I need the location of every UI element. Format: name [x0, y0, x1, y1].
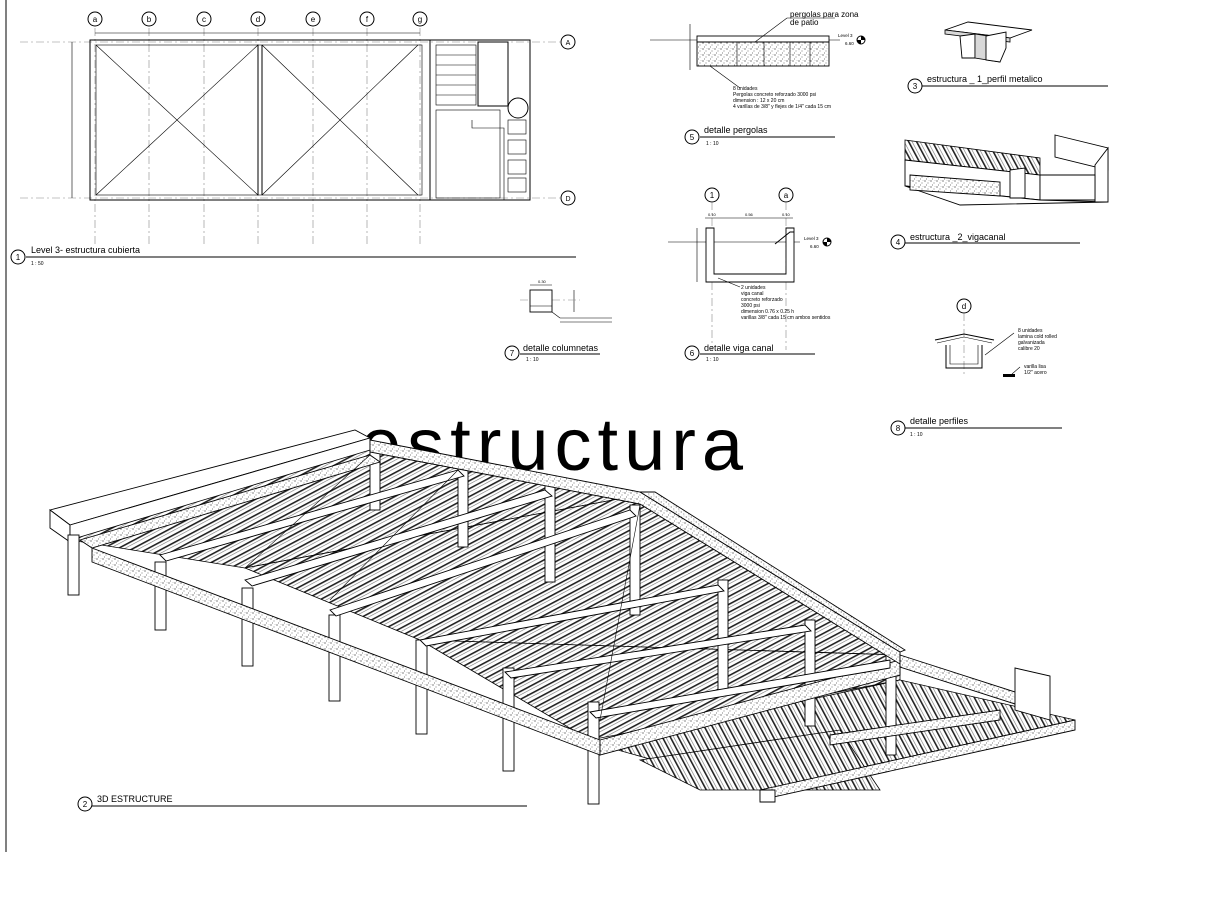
- note-line: varillas 3/8" cada 15 cm ambos sentidos: [741, 315, 831, 321]
- view-scale: 1 : 10: [706, 357, 719, 363]
- grid-label: D: [565, 196, 570, 203]
- roof-outline: [89, 39, 431, 201]
- note-line: 2 unidades: [741, 285, 766, 291]
- detail-pergolas: pergolas para zona de patio Level 3 6.60…: [650, 10, 866, 147]
- level-value: 6.60: [810, 244, 819, 249]
- note-line: dimension 0.76 x 0.25 h: [741, 309, 794, 315]
- note-line: 8 unidades: [733, 86, 758, 92]
- pergola-callout: de patio: [790, 18, 819, 27]
- grid-label: A: [566, 40, 571, 47]
- view-title: 3D ESTRUCTURE: [97, 794, 173, 804]
- view-number: 6: [690, 349, 695, 358]
- view-number: 8: [896, 424, 901, 433]
- level-label: Level 3: [838, 33, 853, 38]
- varilla-icon: [1003, 374, 1015, 377]
- note-line: lamina cold rolled: [1018, 334, 1057, 340]
- dimension-text: 0.56: [745, 212, 754, 217]
- grid-label: g: [418, 15, 422, 24]
- plan-view: a b c d e f g A D: [10, 11, 576, 267]
- view-number: 4: [896, 238, 901, 247]
- view-title: estructura _2_vigacanal: [910, 232, 1006, 242]
- view-number: 3: [913, 82, 918, 91]
- grid-label: 1: [710, 191, 715, 200]
- pergola-callout: pergolas para zona: [790, 10, 859, 19]
- view-number-bubble: [77, 796, 93, 812]
- detail-perfiles: d 8 unidades lamina cold rolled galvaniz…: [890, 298, 1062, 438]
- note-line: 3000 psi: [741, 303, 760, 309]
- view-title: detalle viga canal: [704, 343, 774, 353]
- grid-label: d: [962, 302, 966, 311]
- grid-label: a: [784, 191, 789, 200]
- note-line: 8 unidades: [1018, 328, 1043, 334]
- estructura-perfil-metalico: 3 estructura _ 1_perfil metalico: [907, 21, 1108, 94]
- view-number-bubble: [890, 234, 906, 250]
- estructura-vigacanal: 4 estructura _2_vigacanal: [890, 134, 1109, 250]
- grid-bubbles-right: A D: [560, 34, 576, 206]
- view-number: 1: [16, 253, 21, 262]
- dimension-text: 0.30: [538, 279, 547, 284]
- dimension-text: 0.10: [782, 212, 791, 217]
- view-title: estructura _ 1_perfil metalico: [927, 74, 1043, 84]
- grid-label: f: [366, 15, 369, 24]
- view-title: detalle columnetas: [523, 343, 599, 353]
- view-number-bubble: [684, 129, 700, 145]
- note-line: viga canal: [741, 291, 764, 297]
- view-title: Level 3- estructura cubierta: [31, 245, 140, 255]
- grid-label: c: [202, 15, 206, 24]
- dimension-text: 0.10: [708, 212, 717, 217]
- note-line: concreto reforzado: [741, 297, 783, 303]
- view-number: 7: [510, 349, 515, 358]
- view-number-bubble: [10, 249, 26, 265]
- note-line: varilla lisa: [1024, 364, 1046, 370]
- grid-bubbles-top: a b c d e f g: [87, 11, 428, 27]
- view-number-bubble: [504, 345, 520, 361]
- grid-label: b: [147, 15, 152, 24]
- plan-grid-lines: [20, 28, 560, 244]
- note-line: calibre 20: [1018, 346, 1040, 352]
- detail-viga-canal: 1 a 0.10 0.56 0.10 Level 3 6.60 2 unidad…: [668, 187, 832, 363]
- grid-label: d: [256, 15, 260, 24]
- view-scale: 1 : 10: [526, 357, 539, 363]
- grid-label: a: [93, 15, 98, 24]
- note-line: Pergolas concreto reforzado 3000 psi: [733, 92, 816, 98]
- view-scale: 1 : 50: [31, 261, 44, 267]
- grid-label: e: [311, 15, 316, 24]
- view-number-bubble: [684, 345, 700, 361]
- purlins: [159, 469, 891, 719]
- level-label: Level 3: [804, 236, 819, 241]
- view-title: detalle perfiles: [910, 416, 969, 426]
- view-title: detalle pergolas: [704, 125, 768, 135]
- view-number: 5: [690, 133, 695, 142]
- view-number: 2: [83, 800, 88, 809]
- structure-3d-view: 2 3D ESTRUCTURE: [48, 429, 1076, 812]
- plan-annex: [429, 39, 531, 201]
- note-line: 4 varillas de 3/8" y flejes de 1/4" cada…: [733, 104, 831, 110]
- level-marker-icon: [823, 238, 831, 246]
- note-line: galvanizada: [1018, 340, 1045, 346]
- view-scale: 1 : 10: [706, 141, 719, 147]
- level-marker-icon: [857, 36, 865, 44]
- roof-bracing: [95, 44, 419, 196]
- level-value: 6.60: [845, 41, 854, 46]
- note-line: dimension : 12 x 20 cm: [733, 98, 784, 104]
- view-scale: 1 : 10: [910, 432, 923, 438]
- note-line: 1/2" acero: [1024, 370, 1047, 376]
- detail-columnetas: 0.30 7 detalle columnetas 1 : 10: [504, 279, 612, 363]
